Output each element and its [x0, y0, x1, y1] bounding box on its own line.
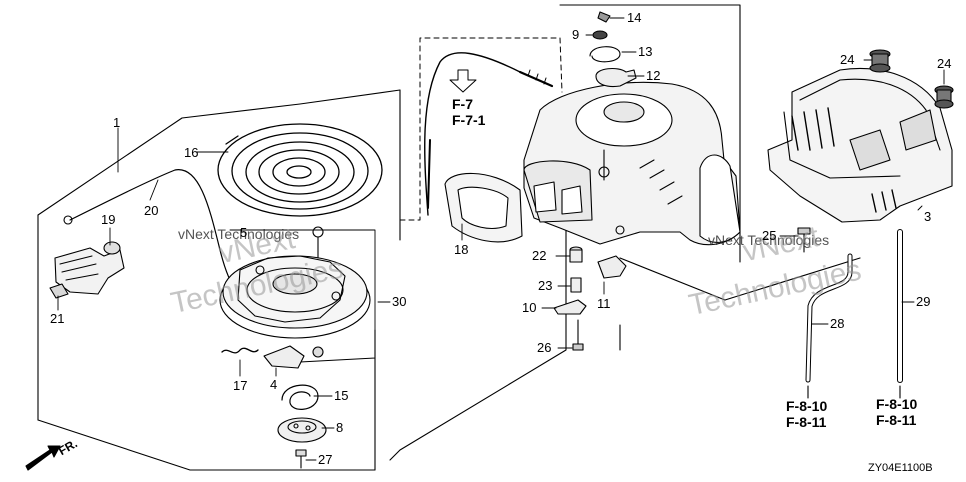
callout-8: 8 [336, 420, 344, 435]
collar-23 [570, 277, 582, 293]
watermark-small-a: vNext Technologies [178, 226, 300, 242]
callout-16: 16 [184, 145, 199, 160]
friction-spring [281, 384, 319, 410]
diagram-code: ZY04E1100B [868, 462, 933, 474]
cam-12 [595, 67, 637, 88]
callout-17: 17 [233, 378, 248, 393]
leader-lines [57, 17, 945, 461]
callout-20: 20 [144, 203, 159, 218]
callout-23: 23 [538, 278, 553, 293]
callout-10: 10 [522, 300, 537, 315]
callout-14: 14 [627, 10, 642, 25]
callout-4: 4 [270, 377, 278, 392]
ratchet-spring [221, 347, 259, 354]
callout-25: 25 [762, 228, 777, 243]
grip-insert [49, 283, 69, 299]
grommet-a [869, 49, 891, 73]
callout-12: 12 [646, 68, 661, 83]
recoil-spring [217, 123, 383, 217]
air-guide [444, 172, 523, 243]
callout-18: 18 [454, 242, 469, 257]
bolt-26 [572, 319, 584, 351]
callout-24b: 24 [937, 56, 952, 71]
shroud [767, 67, 953, 223]
reel-assembly [219, 226, 371, 339]
reference-arrow [449, 69, 477, 93]
rope-knot [63, 215, 73, 225]
callout-3: 3 [924, 209, 932, 224]
callout-9: 9 [572, 27, 580, 42]
callout-5: 5 [240, 225, 248, 240]
callout-28: 28 [830, 316, 845, 331]
watermark-small-b: vNext Technologies [708, 232, 830, 248]
friction-plate [277, 417, 327, 443]
callout-30: 30 [392, 294, 407, 309]
bolt-25 [797, 227, 811, 253]
section-ref-left-line2: F-8-11 [786, 414, 827, 431]
tube-28-inner [806, 254, 852, 382]
ratchet-pin [312, 346, 324, 358]
bracket-11 [597, 255, 627, 279]
starter-case [523, 81, 741, 246]
callout-15: 15 [334, 388, 349, 403]
ratchet [263, 345, 305, 369]
cable-guide-frame [399, 37, 563, 221]
right-frame [389, 4, 861, 461]
callout-22: 22 [532, 248, 547, 263]
callout-24a: 24 [840, 52, 855, 67]
section-ref-top[interactable]: F-7 F-7-1 [452, 96, 485, 128]
pin-14 [597, 11, 611, 23]
section-ref-left-line1: F-8-10 [786, 398, 828, 414]
front-arrow [25, 445, 61, 471]
callout-1: 1 [113, 115, 121, 130]
callout-13: 13 [638, 44, 653, 59]
starter-grip [54, 241, 125, 295]
section-ref-right[interactable]: F-8-10 F-8-11 [876, 396, 917, 428]
grommet-b [934, 85, 954, 109]
section-ref-right-line2: F-8-11 [876, 412, 917, 429]
callout-11: 11 [597, 296, 611, 311]
nut-22 [569, 246, 583, 263]
callout-27: 27 [318, 452, 333, 467]
section-ref-top-line2: F-7-1 [452, 112, 486, 129]
section-ref-right-line1: F-8-10 [876, 396, 918, 412]
assembly-outline [37, 89, 401, 471]
callout-29: 29 [916, 294, 931, 309]
section-ref-left[interactable]: F-8-10 F-8-11 [786, 398, 827, 430]
washer-9 [592, 30, 608, 40]
callout-21: 21 [50, 311, 65, 326]
arm-10 [553, 299, 587, 315]
control-cable [424, 52, 554, 216]
callout-19: 19 [101, 212, 116, 227]
spring-13 [589, 46, 621, 63]
center-bolt [295, 449, 307, 469]
subassembly-outline [229, 229, 376, 363]
callout-26: 26 [537, 340, 552, 355]
section-ref-top-line1: F-7 [452, 96, 473, 112]
